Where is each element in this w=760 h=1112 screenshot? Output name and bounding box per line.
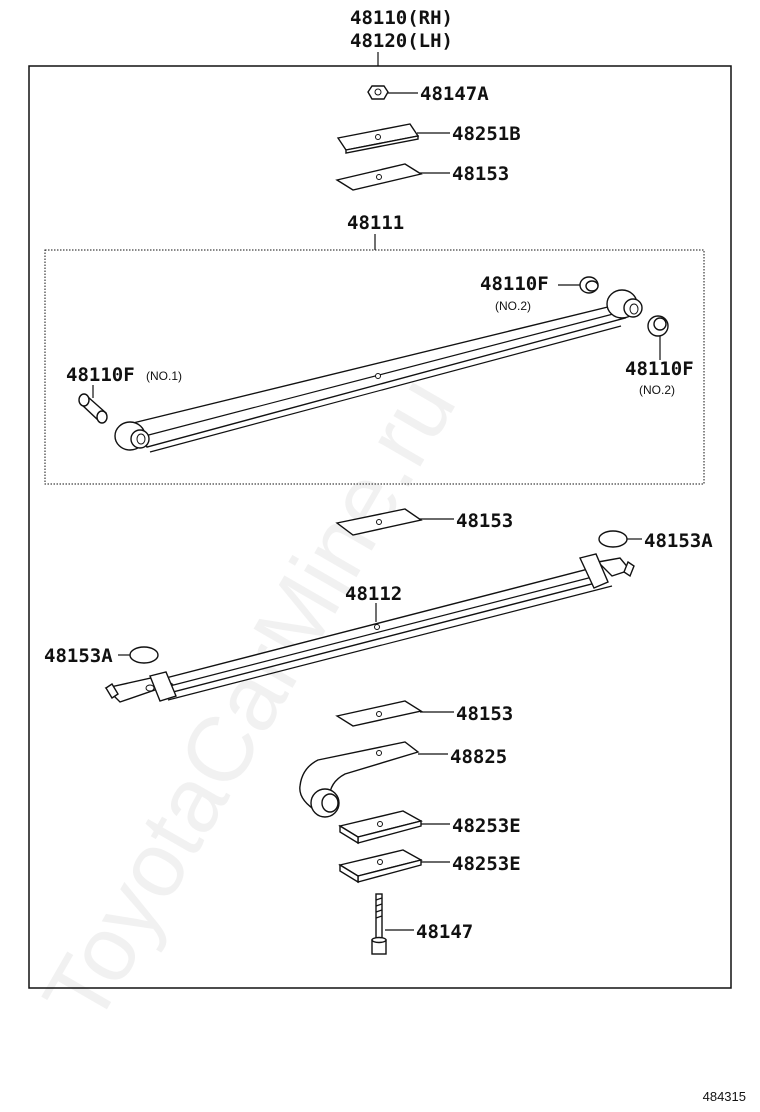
pad-upper-part — [336, 123, 450, 154]
label-plate-1: 48253E — [452, 815, 521, 837]
bumper-right-part — [598, 530, 642, 548]
insulator-lower-part — [335, 700, 454, 727]
label-bumper-left: 48153A — [44, 645, 113, 667]
label-bushing-no2-top: 48110F — [480, 273, 549, 295]
note-bushing-no2-top: (NO.2) — [495, 299, 531, 313]
nut-part — [367, 85, 418, 100]
label-pad-upper: 48251B — [452, 123, 521, 145]
bushing-no2-right-part — [647, 315, 669, 360]
label-center-bolt: 48147 — [416, 921, 473, 943]
label-nut: 48147A — [420, 83, 489, 105]
note-bushing-no1: (NO.1) — [146, 369, 182, 383]
label-bushing-no1: 48110F — [66, 364, 135, 386]
label-insulator-mid: 48153 — [456, 510, 513, 532]
diagram-code: 484315 — [703, 1089, 746, 1104]
main-leaf-part — [114, 289, 643, 453]
label-insulator-lower: 48153 — [456, 703, 513, 725]
subassembly-frame — [44, 249, 705, 485]
clip-part — [299, 741, 448, 818]
assembly-frame — [28, 65, 732, 989]
label-bushing-no2-right: 48110F — [625, 358, 694, 380]
label-bumper-right: 48153A — [644, 530, 713, 552]
insulator-mid-part — [335, 508, 454, 536]
insulator-upper-part — [335, 163, 450, 191]
assembly-part-lh: 48120(LH) — [350, 30, 453, 52]
assembly-part-rh: 48110(RH) — [350, 7, 453, 29]
plate-2-part — [338, 849, 450, 884]
bushing-no1-part — [78, 385, 108, 424]
note-bushing-no2-right: (NO.2) — [639, 383, 675, 397]
subassembly-part: 48111 — [347, 212, 404, 234]
label-insulator-upper: 48153 — [452, 163, 509, 185]
plate-1-part — [338, 810, 450, 845]
bumper-left-part — [118, 646, 159, 664]
label-plate-2: 48253E — [452, 853, 521, 875]
label-second-leaf: 48112 — [345, 583, 402, 605]
bushing-no2-top-part — [558, 276, 599, 294]
second-leaf-part — [104, 553, 635, 703]
watermark: ToyotaCarMine.ru — [24, 360, 475, 1040]
label-clip: 48825 — [450, 746, 507, 768]
center-bolt-part — [371, 893, 414, 955]
